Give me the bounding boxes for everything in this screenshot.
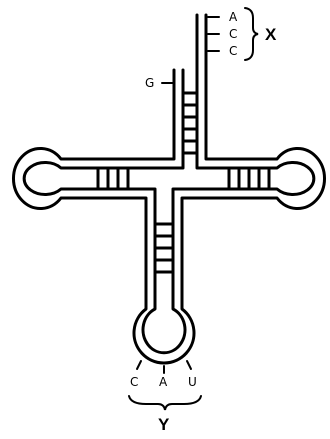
anticodon-base-label: U — [188, 375, 197, 389]
anticodon-base-label: C — [130, 375, 138, 389]
five-prime-base-label: G — [145, 76, 154, 90]
t-arm-base-pairs — [229, 168, 269, 189]
anticodon-tick — [137, 361, 141, 369]
anticodon-base-label: A — [159, 375, 168, 389]
acceptor-stem-base-pairs — [183, 93, 197, 153]
label-y: Y — [158, 415, 170, 434]
anticodon-bases: C A U — [130, 361, 197, 389]
acceptor-bracket — [245, 8, 258, 60]
label-x: X — [265, 25, 277, 44]
anticodon-tick — [187, 361, 191, 369]
anticodon-stem-base-pairs — [155, 224, 173, 272]
acceptor-end-bases: A C C — [208, 10, 238, 58]
acceptor-base-label: C — [229, 27, 237, 41]
acceptor-base-label: C — [229, 44, 237, 58]
acceptor-base-label: A — [229, 10, 238, 24]
anticodon-brace — [129, 396, 201, 410]
d-arm-base-pairs — [98, 168, 128, 189]
